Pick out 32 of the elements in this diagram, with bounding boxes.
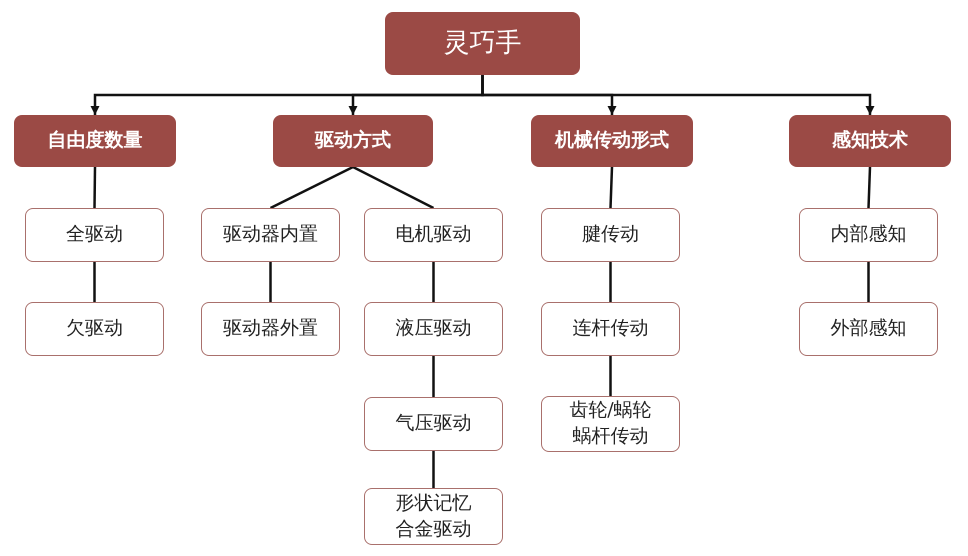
connector-line [352, 166, 434, 210]
item-box: 连杆传动 [541, 302, 680, 356]
arrow [481, 75, 874, 115]
item-box: 齿轮/蜗轮蜗杆传动 [541, 396, 680, 452]
connector-line [270, 166, 354, 210]
item-box: 驱动器内置 [201, 208, 340, 262]
item-box: 形状记忆合金驱动 [364, 488, 503, 545]
connector-line [93, 262, 96, 302]
connector-line [609, 166, 614, 208]
connector-line [269, 262, 272, 302]
category-box: 自由度数量 [14, 115, 176, 167]
connector-line [93, 166, 96, 208]
connector-line [867, 166, 872, 208]
item-box: 欠驱动 [25, 302, 164, 356]
connector-line [609, 262, 612, 302]
category-box: 感知技术 [789, 115, 951, 167]
item-box: 液压驱动 [364, 302, 503, 356]
category-box: 机械传动形式 [531, 115, 693, 167]
item-box: 气压驱动 [364, 397, 503, 451]
connector-line [432, 262, 435, 302]
item-box: 外部感知 [799, 302, 938, 356]
connector-line [867, 262, 870, 302]
item-box: 电机驱动 [364, 208, 503, 262]
connector-line [609, 356, 612, 396]
category-box: 驱动方式 [273, 115, 433, 167]
connector-line [432, 451, 435, 488]
item-box: 驱动器外置 [201, 302, 340, 356]
item-box: 全驱动 [25, 208, 164, 262]
connector-line [432, 356, 435, 397]
item-box: 内部感知 [799, 208, 938, 262]
root-box: 灵巧手 [385, 12, 580, 75]
item-box: 腱传动 [541, 208, 680, 262]
